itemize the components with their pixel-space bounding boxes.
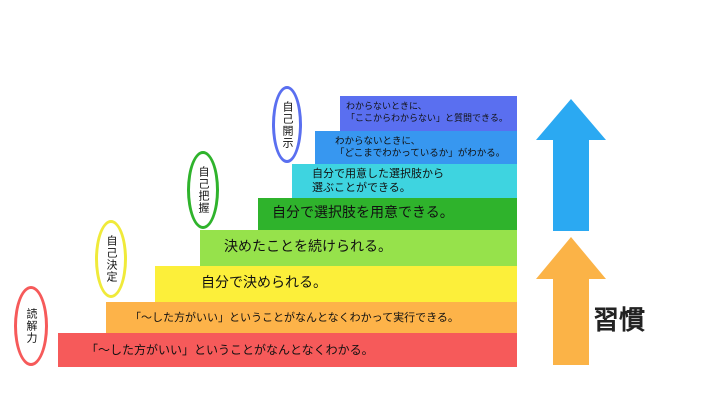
self-determination-badge: 自己決定 bbox=[95, 220, 127, 298]
arrow-up-icon-bottom bbox=[536, 237, 606, 365]
step-3-text: 自分で決められる。 bbox=[201, 275, 327, 292]
step-6-text: 自分で用意した選択肢から 選ぶことができる。 bbox=[312, 167, 444, 194]
badge-2-text: 自己決定 bbox=[105, 235, 118, 283]
arrow-up-icon-top bbox=[536, 99, 606, 231]
reading-comprehension-badge: 読解力 bbox=[14, 286, 48, 366]
step-5: 自分で選択肢を用意できる。 bbox=[258, 198, 517, 230]
step-5-text: 自分で選択肢を用意できる。 bbox=[272, 205, 454, 222]
step-6: 自分で用意した選択肢から 選ぶことができる。 bbox=[292, 164, 517, 198]
self-disclosure-badge: 自己開示 bbox=[272, 86, 302, 163]
step-2: 「〜した方がいい」ということがなんとなくわかって実行できる。 bbox=[106, 302, 517, 333]
step-3: 自分で決められる。 bbox=[155, 266, 517, 302]
step-4: 決めたことを続けられる。 bbox=[200, 230, 517, 266]
badge-3-text: 自己把握 bbox=[197, 166, 210, 214]
step-4-text: 決めたことを続けられる。 bbox=[224, 239, 392, 256]
badge-4-text: 自己開示 bbox=[281, 100, 294, 149]
step-8: わからないときに、 「ここからわからない」と質問できる。 bbox=[340, 96, 517, 131]
step-7: わからないときに、 「どこまでわかっているか」がわかる。 bbox=[315, 131, 517, 164]
step-1-text: 「〜した方がいい」ということがなんとなくわかる。 bbox=[86, 342, 374, 357]
habit-label: 習慣 bbox=[593, 306, 646, 336]
step-8-text: わからないときに、 「ここからわからない」と質問できる。 bbox=[346, 102, 508, 124]
step-7-text: わからないときに、 「どこまでわかっているか」がわかる。 bbox=[335, 135, 506, 159]
badge-1-text: 読解力 bbox=[25, 308, 38, 344]
step-1: 「〜した方がいい」ということがなんとなくわかる。 bbox=[58, 333, 517, 367]
step-2-text: 「〜した方がいい」ということがなんとなくわかって実行できる。 bbox=[130, 310, 459, 324]
self-awareness-badge: 自己把握 bbox=[187, 151, 219, 229]
